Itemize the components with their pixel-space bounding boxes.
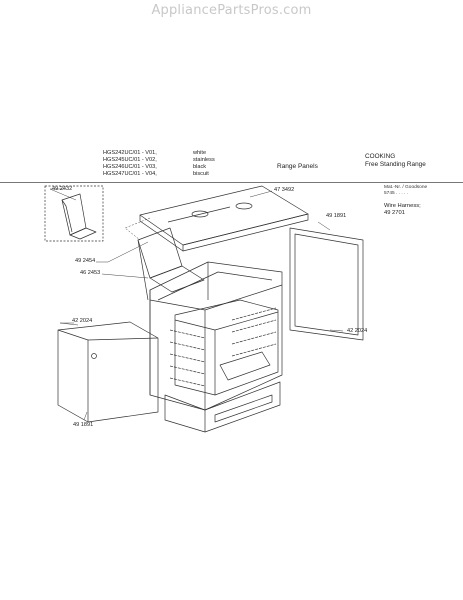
right-side-panel [289,227,364,341]
inset-box [44,185,104,242]
part-number-label: 49 2432 [52,186,73,192]
category-line: COOKING [365,153,396,160]
rear-panel-part [137,227,205,301]
model-number: HGS247UC/01 - V04, [103,171,157,177]
part-number-label: 42 2024 [72,318,93,324]
wire-harness-label: Wire Harness; [384,203,421,209]
model-list: HGS242UC/01 - V01, HGS245UC/01 - V02, HG… [103,150,157,178]
model-number: HGS246UC/01 - V03, [103,164,157,170]
part-number-label: 49 1891 [73,422,94,428]
model-color: stainless [193,157,215,163]
top-panel [139,185,309,252]
model-color: black [193,164,207,170]
model-color: white [193,150,207,156]
header-divider [0,182,463,183]
side-note-line: Mat.-Nr. / Goodsone [384,185,428,190]
model-number: HGS242UC/01 - V01, [103,150,157,156]
side-note-line: 5745 . . . . . [384,191,408,196]
part-number-label: 49 2454 [75,258,96,264]
part-number-label: 47 3492 [274,187,295,193]
category-label: COOKING Free Standing Range [365,153,426,168]
range-frame [149,261,283,433]
side-note: Mat.-Nr. / Goodsone 5745 . . . . . [384,185,427,197]
part-number-label: 49 1891 [326,213,347,219]
model-number: HGS245UC/01 - V02, [103,157,157,163]
section-title: Range Panels [277,163,318,170]
site-watermark: AppliancePartsPros.com [151,3,312,18]
model-color: biscuit [193,171,209,177]
wire-harness-part: 49 2701 [384,210,405,216]
leader-lines [49,188,344,421]
part-number-label: 46 2453 [80,270,101,276]
left-side-panel [57,321,159,423]
inset-bracket-part [61,193,97,240]
part-number-label: 42 2024 [347,328,368,334]
color-list: white stainless black biscuit [193,150,215,178]
wire-harness-note: Wire Harness; 49 2701 [384,203,421,217]
category-subline: Free Standing Range [365,160,426,168]
